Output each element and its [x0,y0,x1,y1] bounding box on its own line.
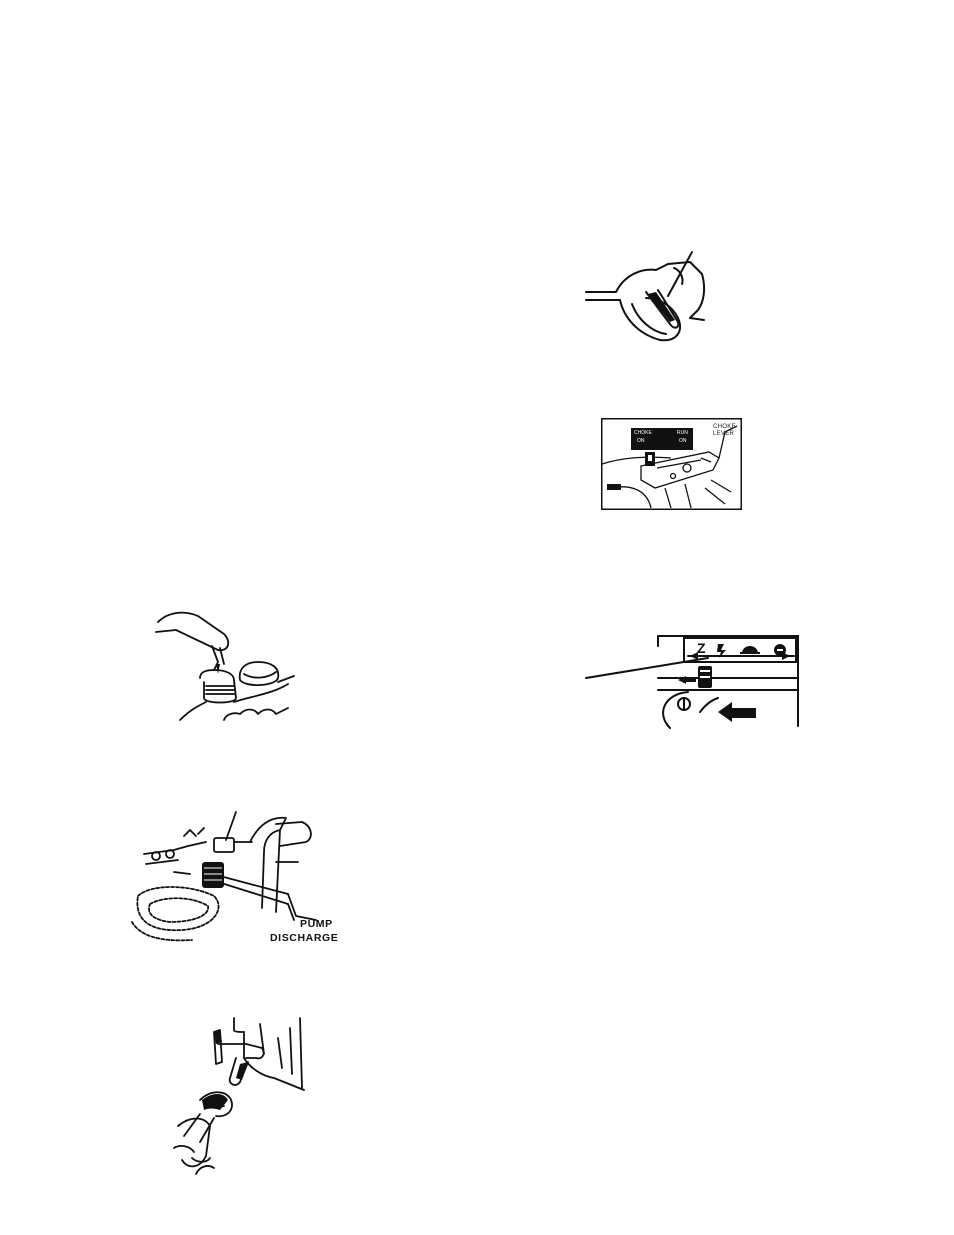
choke-sign-right-line2: ON [679,439,687,444]
throttle-control-icon [584,632,802,732]
choke-sign-right-line1: RUN [677,431,688,436]
throttle-panel-figure: Z [584,632,802,732]
throttle-stop-symbol: Z [697,641,706,655]
spray-gun-trigger-icon [580,248,720,348]
choke-lever-label-line1: CHOKE [713,424,736,430]
choke-lever-label-line2: LEVER [713,431,734,437]
pump-discharge-label-line1: PUMP [300,918,333,930]
spray-gun-figure [580,248,720,348]
garden-hose-faucet-icon [170,1018,308,1178]
pump-discharge-figure: PUMP DISCHARGE [130,812,366,950]
oil-fill-figure [154,604,300,726]
oil-fill-pour-icon [154,604,300,726]
choke-sign-left-line1: CHOKE [634,431,652,436]
choke-sign-left-line2: ON [637,439,645,444]
choke-panel-figure: CHOKE ON RUN ON CHOKE LEVER [601,418,742,510]
pump-discharge-label-line2: DISCHARGE [270,932,338,944]
garden-hose-figure [170,1018,308,1178]
